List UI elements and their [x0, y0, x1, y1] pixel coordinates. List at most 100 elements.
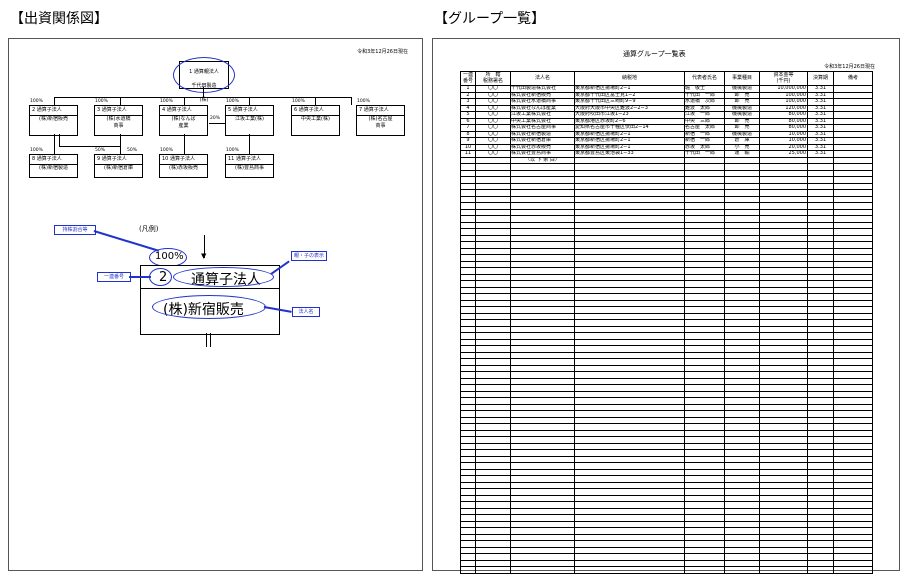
table-row-blank	[460, 241, 873, 249]
box-label: 11 通算子法人	[226, 155, 273, 165]
level1-pct: 100%	[357, 99, 370, 104]
ownership-diagram-panel: 令和3年12月26日現在 1 通算親法人 千代田製造 (株) 100%2 通算子…	[8, 38, 423, 571]
legend-arrow-in	[204, 235, 205, 258]
table-row-blank	[460, 507, 873, 515]
box-name: (株)新宿製造	[39, 165, 68, 171]
parent-line3: (株)	[199, 97, 209, 103]
level2-pct2: 50%	[127, 148, 138, 153]
table-row-blank	[460, 559, 873, 567]
box-name: (株)水道橋 商事	[106, 116, 131, 129]
box-name: (株)名古屋 商事	[368, 116, 393, 129]
level1-box: 6 通算子法人中央工業(株)	[291, 105, 340, 136]
table-header-cell: 法人名	[510, 71, 575, 86]
box-label: 6 通算子法人	[292, 106, 339, 116]
table-row-blank	[460, 533, 873, 541]
table-row-blank	[460, 234, 873, 242]
table-row-blank	[460, 520, 873, 528]
box-name: (株)豊島商事	[235, 165, 264, 171]
list-date: 令和3年12月26日現在	[824, 64, 875, 70]
box-name: (株)なんば 産業	[171, 116, 196, 129]
heading-right: 【グループ一覧】	[434, 11, 546, 27]
box-name: (株)赤坂販売	[169, 165, 198, 171]
level1-pct: 100%	[160, 99, 173, 104]
heading-left: 【出資関係図】	[10, 11, 108, 27]
table-cell	[833, 91, 873, 99]
level2-box: 9 通算子法人(株)新宿倉庫	[94, 154, 143, 178]
level1-box: 7 通算子法人(株)名古屋 商事	[356, 105, 405, 136]
box-label: 3 通算子法人	[95, 106, 142, 116]
level1-box: 4 通算子法人(株)なんば 産業	[159, 105, 208, 136]
table-cell	[833, 85, 873, 93]
table-row-blank	[460, 351, 873, 359]
table-header-cell: 所 轄 税務署名	[475, 71, 511, 86]
list-title: 通算グループ一覧表	[623, 50, 686, 58]
table-row-blank	[460, 254, 873, 262]
table-end-row: （以 下 余 白）	[460, 156, 873, 164]
parent-highlight-ellipse	[173, 57, 235, 93]
table-cell	[833, 98, 873, 106]
box-label: 8 通算子法人	[30, 155, 77, 165]
box-label: 10 通算子法人	[160, 155, 207, 165]
table-header-cell: 事業種目	[724, 71, 760, 86]
tag-relation: 親・子の表示	[291, 251, 327, 261]
level1-box: 5 通算子法人江坂工業(株)	[225, 105, 274, 136]
table-row-blank	[460, 215, 873, 223]
box-name: (株)新宿倉庫	[104, 165, 133, 171]
table-cell	[833, 111, 873, 119]
table-row-blank	[460, 267, 873, 275]
level1-pct: 100%	[226, 99, 239, 104]
table-row-blank	[460, 546, 873, 554]
box-label: 5 通算子法人	[226, 106, 273, 116]
tag-number: 一連番号	[97, 272, 131, 282]
table-header-cell: 資本金等 (千円)	[759, 71, 808, 86]
table-row-blank	[460, 527, 873, 535]
legend-title: (凡例)	[139, 225, 159, 233]
box-name: 中央工業(株)	[301, 116, 330, 122]
box-name: (株)新宿販売	[39, 116, 68, 122]
table-row-blank	[460, 371, 873, 379]
level1-pct: 100%	[292, 99, 305, 104]
group-table: 一連 番号所 轄 税務署名法人名納税地代表者氏名事業種目資本金等 (千円)決算期…	[460, 71, 873, 574]
tag-ratio: 持株割合等	[54, 225, 96, 235]
table-row-blank	[460, 221, 873, 229]
box-name: 江坂工業(株)	[235, 116, 264, 122]
table-header-cell: 一連 番号	[460, 71, 476, 86]
table-cell	[833, 117, 873, 125]
level2-box: 10 通算子法人(株)赤坂販売	[159, 154, 208, 178]
level2-pct: 100%	[226, 148, 239, 153]
level1-box: 2 通算子法人(株)新宿販売	[29, 105, 78, 136]
level1-box: 3 通算子法人(株)水道橋 商事	[94, 105, 143, 136]
table-row-blank	[460, 553, 873, 561]
level2-pct: 50%	[95, 148, 106, 153]
table-header-cell: 代表者氏名	[684, 71, 725, 86]
table-row-blank	[460, 442, 873, 450]
level2-box: 8 通算子法人(株)新宿製造	[29, 154, 78, 178]
table-row-blank	[460, 514, 873, 522]
box-label: 2 通算子法人	[30, 106, 77, 116]
group-list-panel: 通算グループ一覧表 令和3年12月26日現在 一連 番号所 轄 税務署名法人名納…	[432, 38, 900, 574]
table-header-cell: 納税地	[574, 71, 685, 86]
level1-pct: 100%	[95, 99, 108, 104]
table-row-blank	[460, 566, 873, 574]
diagram-date: 令和3年12月26日現在	[357, 49, 408, 55]
box-label: 7 通算子法人	[357, 106, 404, 116]
table-row-blank	[460, 540, 873, 548]
level2-pct: 100%	[30, 148, 43, 153]
table-header-cell: 決算期	[807, 71, 834, 86]
box-label: 9 通算子法人	[95, 155, 142, 165]
table-cell	[833, 104, 873, 112]
table-header-cell: 備考	[833, 71, 873, 86]
level1-pct: 100%	[30, 99, 43, 104]
mid-pct: 20%	[210, 116, 221, 121]
tag-corp: 法人名	[292, 307, 320, 317]
box-label: 4 通算子法人	[160, 106, 207, 116]
level2-pct: 100%	[160, 148, 173, 153]
